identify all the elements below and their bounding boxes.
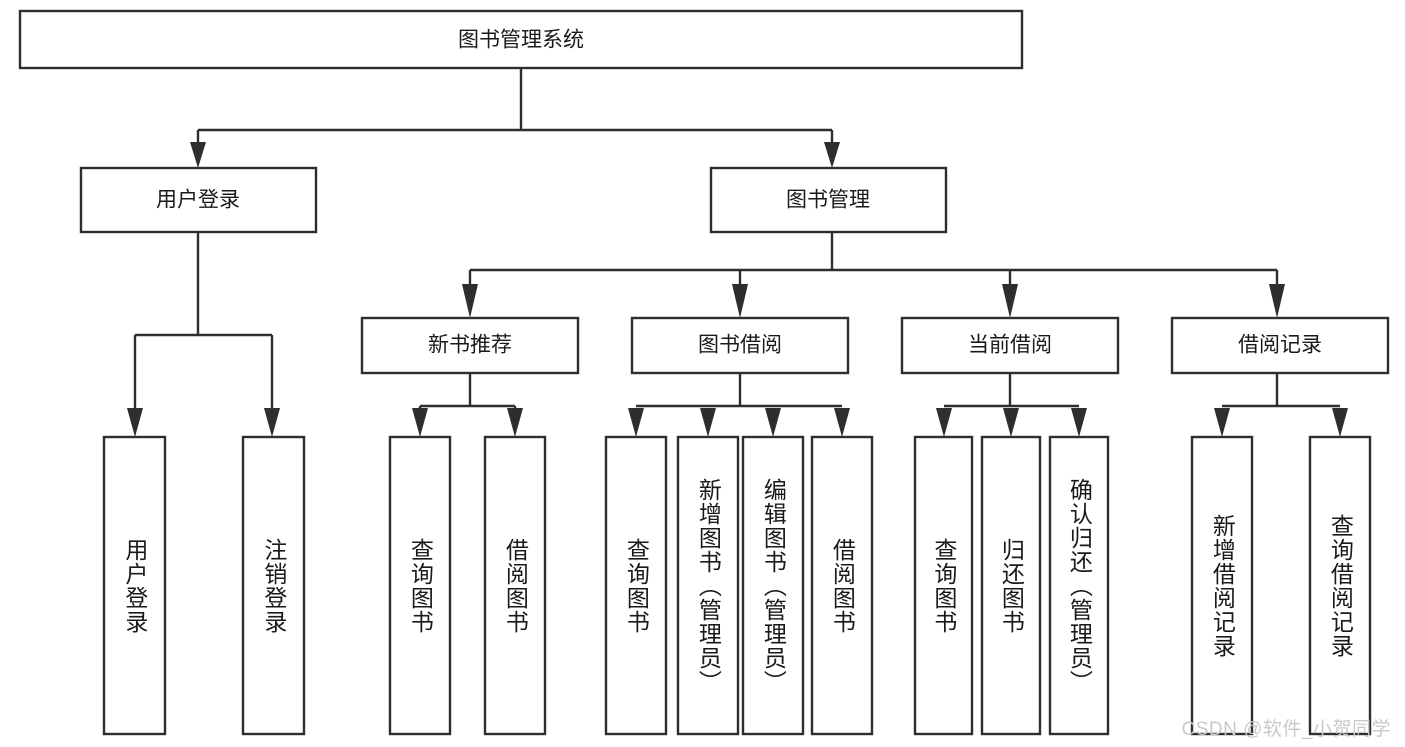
leaf-borrow-book-2-box[interactable] <box>810 435 874 736</box>
node-current-borrow-label: 当前借阅 <box>968 334 1052 357</box>
connectors-book-borrow-to-leaves <box>628 373 850 437</box>
arrowhead-borrow-book-1 <box>507 408 523 437</box>
node-current-borrow-box[interactable] <box>900 316 1120 375</box>
node-user-login[interactable]: 用户登录 <box>79 166 318 234</box>
node-borrow-record-box[interactable] <box>1170 316 1390 375</box>
arrowhead-confirm-return <box>1071 408 1087 437</box>
arrowhead-book-manage <box>824 142 840 168</box>
arrowhead-leaf-user-login <box>127 408 143 437</box>
leaf-add-book-box[interactable] <box>676 435 740 736</box>
leaf-query-book-2-box[interactable] <box>604 435 668 736</box>
arrowhead-user-login <box>190 142 206 168</box>
node-book-borrow-label: 图书借阅 <box>698 334 782 357</box>
connectors-borrow-record-to-leaves <box>1214 373 1348 437</box>
node-book-manage-label: 图书管理 <box>786 189 870 212</box>
connectors-current-borrow-to-leaves <box>936 373 1087 437</box>
arrowhead-borrow-book-2 <box>834 408 850 437</box>
node-current-borrow[interactable]: 当前借阅 <box>900 316 1120 375</box>
arrowhead-add-record <box>1214 408 1230 437</box>
arrowhead-current-borrow <box>1002 284 1018 318</box>
leaf-query-record-box[interactable] <box>1308 435 1372 736</box>
arrowhead-book-borrow <box>732 284 748 318</box>
connectors-new-book-recommend-to-leaves <box>412 373 523 437</box>
node-book-manage-box[interactable] <box>709 166 948 234</box>
arrowhead-query-book-3 <box>936 408 952 437</box>
leaf-edit-book-box[interactable] <box>741 435 805 736</box>
node-root-label: 图书管理系统 <box>458 29 584 52</box>
node-book-borrow[interactable]: 图书借阅 <box>630 316 850 375</box>
arrowhead-return-book <box>1003 408 1019 437</box>
arrowhead-query-book-1 <box>412 408 428 437</box>
connectors-book-manage-to-level3 <box>462 232 1285 318</box>
connectors-root-to-level2 <box>190 68 840 168</box>
leaf-query-book-1-box[interactable] <box>388 435 452 736</box>
leaf-query-book-3-box[interactable] <box>913 435 974 736</box>
node-new-book-recommend-box[interactable] <box>360 316 580 375</box>
node-new-book-recommend[interactable]: 新书推荐 <box>360 316 580 375</box>
csdn-watermark: CSDN @软件_小贺同学 <box>1181 719 1391 740</box>
arrowhead-query-record <box>1332 408 1348 437</box>
node-book-manage[interactable]: 图书管理 <box>709 166 948 234</box>
node-borrow-record[interactable]: 借阅记录 <box>1170 316 1390 375</box>
connectors-user-login-to-leaves <box>127 232 280 437</box>
leaf-add-record-box[interactable] <box>1190 435 1254 736</box>
leaf-return-book-box[interactable] <box>980 435 1042 736</box>
arrowhead-new-book-recommend <box>462 284 478 318</box>
leaf-confirm-return-box[interactable] <box>1048 435 1110 736</box>
arrowhead-query-book-2 <box>628 408 644 437</box>
node-root[interactable]: 图书管理系统 <box>18 9 1024 70</box>
arrowhead-borrow-record <box>1269 284 1285 318</box>
leaf-user-login-box[interactable] <box>102 435 167 736</box>
node-root-box[interactable] <box>18 9 1024 70</box>
leaf-boxes <box>102 435 1372 736</box>
leaf-borrow-book-1-box[interactable] <box>483 435 547 736</box>
arrowhead-leaf-user-logout <box>264 408 280 437</box>
node-new-book-recommend-label: 新书推荐 <box>428 334 512 357</box>
node-borrow-record-label: 借阅记录 <box>1238 334 1322 357</box>
leaf-user-logout-box[interactable] <box>241 435 306 736</box>
arrowhead-edit-book <box>765 408 781 437</box>
node-user-login-box[interactable] <box>79 166 318 234</box>
arrowhead-add-book <box>700 408 716 437</box>
node-user-login-label: 用户登录 <box>156 189 240 212</box>
node-book-borrow-box[interactable] <box>630 316 850 375</box>
